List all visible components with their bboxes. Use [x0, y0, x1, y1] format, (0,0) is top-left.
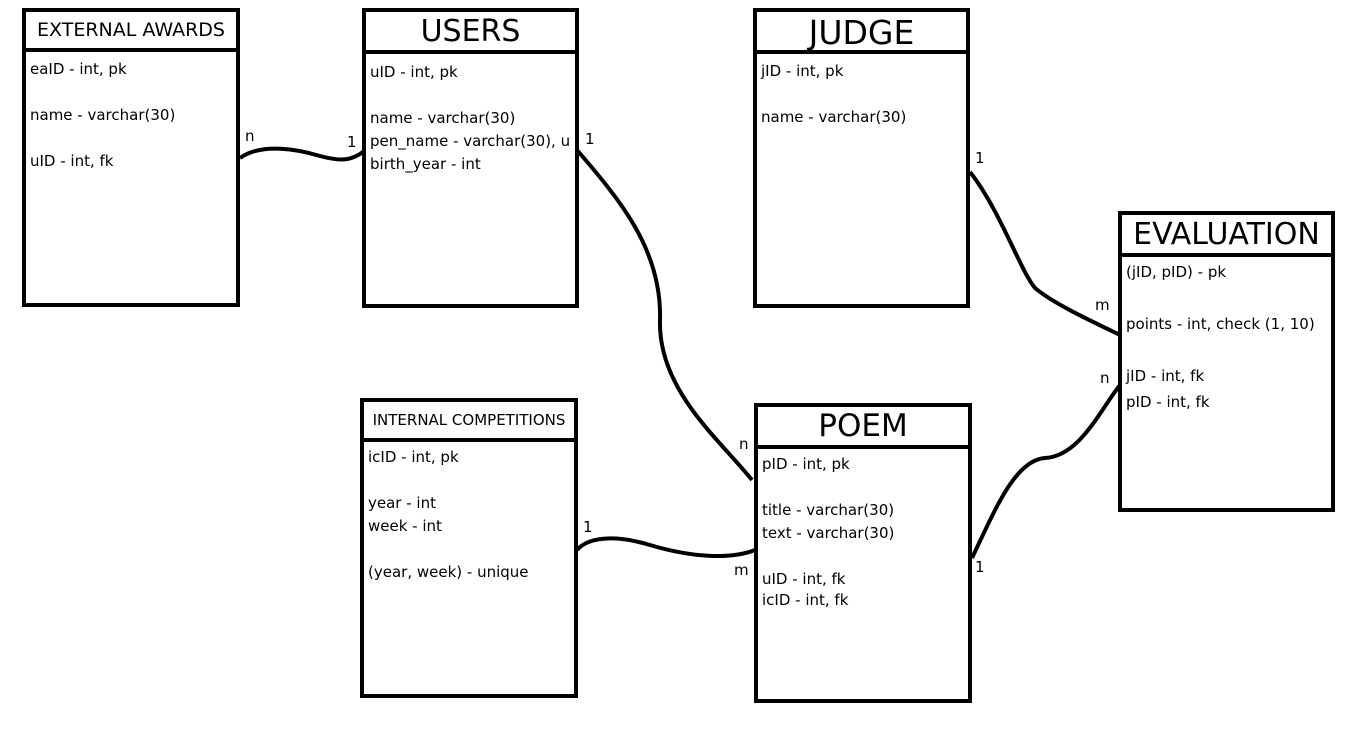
attribute: year - int: [368, 494, 436, 512]
entity-evaluation: EVALUATION (jID, pID) - pk points - int,…: [1118, 211, 1335, 512]
attribute: title - varchar(30): [762, 501, 895, 519]
cardinality-label: 1: [585, 130, 595, 148]
attribute: name - varchar(30): [761, 108, 907, 126]
cardinality-label: n: [1100, 369, 1110, 387]
attribute: birth_year - int: [370, 155, 481, 173]
attribute: uID - int, fk: [762, 570, 846, 588]
attribute: pen_name - varchar(30), u: [370, 132, 571, 150]
attribute: (year, week) - unique: [368, 563, 529, 581]
cardinality-label: m: [734, 561, 749, 579]
attribute: week - int: [368, 517, 442, 535]
entity-title: EXTERNAL AWARDS: [26, 12, 236, 52]
attribute: eaID - int, pk: [30, 60, 127, 78]
entity-title: JUDGE: [757, 12, 966, 54]
attribute: (jID, pID) - pk: [1126, 263, 1227, 281]
attribute: name - varchar(30): [370, 109, 516, 127]
entity-internal-competitions: INTERNAL COMPETITIONS icID - int, pk yea…: [360, 398, 578, 698]
entity-users: USERS uID - int, pk name - varchar(30) p…: [362, 8, 579, 308]
attribute: text - varchar(30): [762, 524, 895, 542]
attribute: points - int, check (1, 10): [1126, 315, 1315, 333]
cardinality-label: m: [1095, 296, 1110, 314]
attribute: uID - int, pk: [370, 63, 458, 81]
entity-title: EVALUATION: [1122, 215, 1331, 257]
cardinality-label: n: [245, 127, 255, 145]
cardinality-label: 1: [583, 518, 593, 536]
attribute: name - varchar(30): [30, 106, 176, 124]
entity-external-awards: EXTERNAL AWARDS eaID - int, pk name - va…: [22, 8, 240, 307]
attribute: jID - int, fk: [1126, 367, 1205, 385]
cardinality-label: 1: [975, 149, 985, 167]
entity-title: POEM: [758, 407, 968, 449]
attribute: pID - int, fk: [1126, 393, 1210, 411]
awards-users-line: [238, 146, 365, 162]
attribute: jID - int, pk: [761, 62, 844, 80]
entity-judge: JUDGE jID - int, pk name - varchar(30): [753, 8, 970, 308]
attribute: icID - int, pk: [368, 448, 459, 466]
entity-title: USERS: [366, 12, 575, 54]
competitions-poem-line: [575, 536, 756, 558]
users-poem-line: [575, 148, 754, 482]
attribute: uID - int, fk: [30, 152, 114, 170]
attribute: pID - int, pk: [762, 455, 850, 473]
entity-title: INTERNAL COMPETITIONS: [364, 402, 574, 442]
cardinality-label: 1: [347, 133, 357, 151]
poem-evaluation-line: [970, 383, 1122, 559]
attribute: icID - int, fk: [762, 591, 849, 609]
entity-poem: POEM pID - int, pk title - varchar(30) t…: [754, 403, 972, 703]
cardinality-label: 1: [975, 558, 985, 576]
cardinality-label: n: [739, 435, 749, 453]
